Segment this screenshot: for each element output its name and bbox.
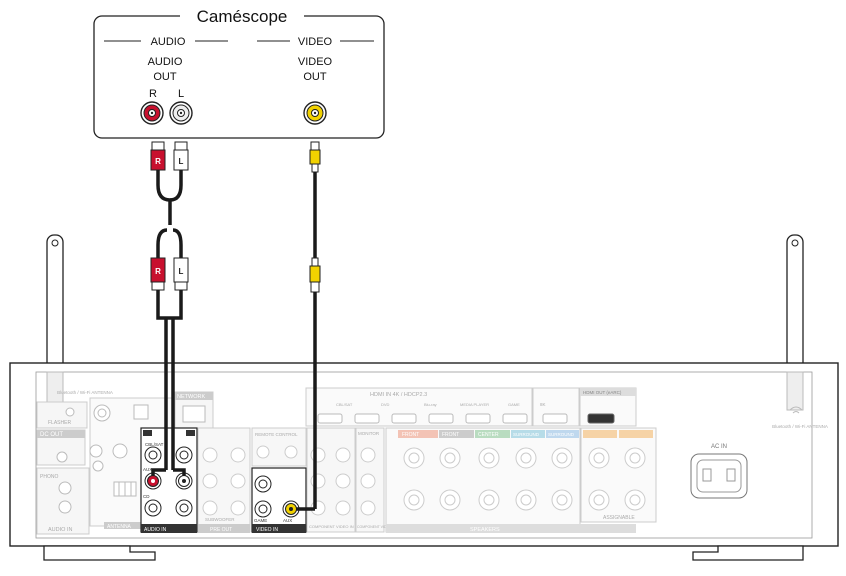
hdmi-dvd: DVD [381,402,390,407]
video-out-label-1: VIDEO [298,56,333,68]
plug-r-mid: R [155,267,161,276]
front-b-label: FRONT [442,432,459,438]
receiver-back-panel: Bluetooth / Wi-Fi ANTENNA Bluetooth / Wi… [9,362,839,561]
audio-in-block: AUDIO IN CBL/SAT AUX CD [140,427,198,533]
component-in-label: COMPONENT VIDEO IN [309,524,354,529]
cd-label: CD [143,494,150,499]
aux-label: AUX [143,467,152,472]
audio-in-left-label: AUDIO IN [48,527,72,533]
video-jack [303,101,327,125]
bt-antenna-label-right: Bluetooth / Wi-Fi ANTENNA [772,424,828,429]
video-out-label-2: OUT [303,71,327,83]
subwoofer-label: SUBWOOFER [205,517,235,522]
plug-l-mid: L [179,267,184,276]
video-cable [296,141,321,511]
dc-out-label: DC OUT [40,432,63,438]
hdmi-media-player: MEDIA PLAYER [460,402,489,407]
network-label: NETWORK [177,394,205,400]
aux-video-label: AUX [283,518,292,523]
r-label: R [149,88,157,100]
hdmi-in-label: HDMI IN 4K / HDCP2.3 [370,392,427,398]
hdmi-8k: 8K [540,402,546,407]
hdmi-game: GAME [508,402,520,407]
video-in-label: VIDEO IN [256,527,278,533]
audio-in-label: AUDIO IN [144,527,167,533]
assignable-label: ASSIGNABLE [603,515,635,521]
surround-b-label: SURROUND [548,432,575,437]
phono-label: PHONO [40,474,58,480]
component-out-label: COMPONENT VIDEO OUT [357,525,401,529]
l-label: L [178,88,184,100]
plug-r-top: R [155,157,161,166]
pre-out-label: PRE OUT [210,527,232,533]
bt-antenna-label-left: Bluetooth / Wi-Fi ANTENNA [57,390,113,395]
video-group-label: VIDEO [298,36,333,48]
front-label: FRONT [402,432,419,438]
hdmi-cbl-sat: CBL/SAT [336,402,353,407]
antenna-label: ANTENNA [107,524,132,530]
video-in-block: VIDEO IN GAME AUX [251,467,307,533]
plug-l-top: L [179,157,184,166]
audio-l-jack [169,101,193,125]
audio-out-label-2: OUT [153,71,177,83]
audio-group-label: AUDIO [151,36,186,48]
audio-out-label-1: AUDIO [148,56,183,68]
hdmi-out-label: HDMI OUT (eARC) [583,390,622,395]
audio-r-jack [140,101,164,125]
cbl-sat-label: CBL/SAT [145,442,164,447]
remote-control-label: REMOTE CONTROL [255,432,298,437]
speakers-label: SPEAKERS [470,527,500,533]
ac-in-label: AC IN [711,444,727,450]
audio-cable: R L R L [150,141,189,476]
monitor-label: MONITOR [358,431,380,436]
center-label: CENTER [478,432,499,438]
hdmi-bluray: Blu-ray [424,402,437,407]
camcorder-device: Caméscope AUDIO VIDEO AUDIO OUT VIDEO OU… [93,4,385,139]
flasher-label: FLASHER [48,420,71,426]
game-label: GAME [254,518,267,523]
device-title: Caméscope [197,7,288,26]
surround-label: SURROUND [513,432,540,437]
